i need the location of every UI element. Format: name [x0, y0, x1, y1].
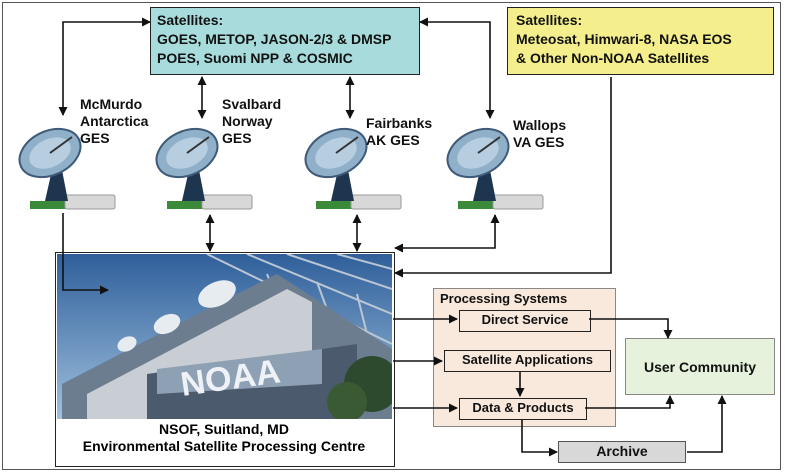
- satellite-applications-box: Satellite Applications: [444, 350, 611, 372]
- user-community-box: User Community: [625, 338, 775, 395]
- diagram-frame: [2, 2, 781, 470]
- satellite-dish-icon: [155, 127, 253, 210]
- nsof-caption-line: Environmental Satellite Processing Centr…: [82, 438, 366, 454]
- nsof-box: NOAA NSOF, Suitland, MD Environmental Sa…: [55, 252, 395, 467]
- satellites-other-line: & Other Non-NOAA Satellites: [516, 50, 710, 66]
- satellites-other-box: Satellites: Meteosat, Himwari-8, NASA EO…: [507, 7, 774, 75]
- station-label-line: Wallops: [513, 117, 567, 133]
- satellites-noaa-line: GOES, METOP, JASON-2/3 & DMSP: [157, 31, 392, 47]
- direct-service-box: Direct Service: [459, 310, 591, 332]
- nsof-caption-line: NSOF, Suitland, MD: [159, 421, 289, 437]
- processing-systems-box: Processing Systems Direct Service Satell…: [433, 288, 616, 427]
- station-label-line: GES: [80, 130, 110, 146]
- nsof-photo: NOAA: [57, 254, 392, 419]
- station-label-line: VA GES: [513, 134, 565, 150]
- station-label-wallops: Wallops VA GES: [513, 117, 566, 151]
- station-label-svalbard: Svalbard Norway GES: [222, 96, 281, 147]
- satellite-dish-icon: [18, 127, 116, 210]
- nsof-caption: NSOF, Suitland, MD Environmental Satelli…: [56, 421, 392, 455]
- satellites-other-line: Meteosat, Himwari-8, NASA EOS: [516, 31, 732, 47]
- satellites-noaa-line: Satellites:: [157, 12, 224, 28]
- archive-box: Archive: [558, 441, 686, 463]
- processing-systems-title: Processing Systems: [440, 291, 568, 306]
- satellites-noaa-line: POES, Suomi NPP & COSMIC: [157, 50, 353, 66]
- station-label-line: GES: [222, 130, 252, 146]
- data-products-box: Data & Products: [459, 398, 587, 420]
- satellite-dish-icon: [304, 127, 402, 210]
- station-label-line: Svalbard: [222, 96, 282, 112]
- satellite-dish-icon: [446, 127, 544, 210]
- station-label-line: Fairbanks: [366, 115, 433, 131]
- satellites-noaa-box: Satellites: GOES, METOP, JASON-2/3 & DMS…: [150, 7, 420, 75]
- station-label-line: Antarctica: [80, 113, 149, 129]
- station-label-line: Norway: [222, 113, 273, 129]
- station-label-fairbanks: Fairbanks AK GES: [366, 115, 432, 149]
- satellites-other-line: Satellites:: [516, 12, 583, 28]
- station-label-line: AK GES: [366, 132, 420, 148]
